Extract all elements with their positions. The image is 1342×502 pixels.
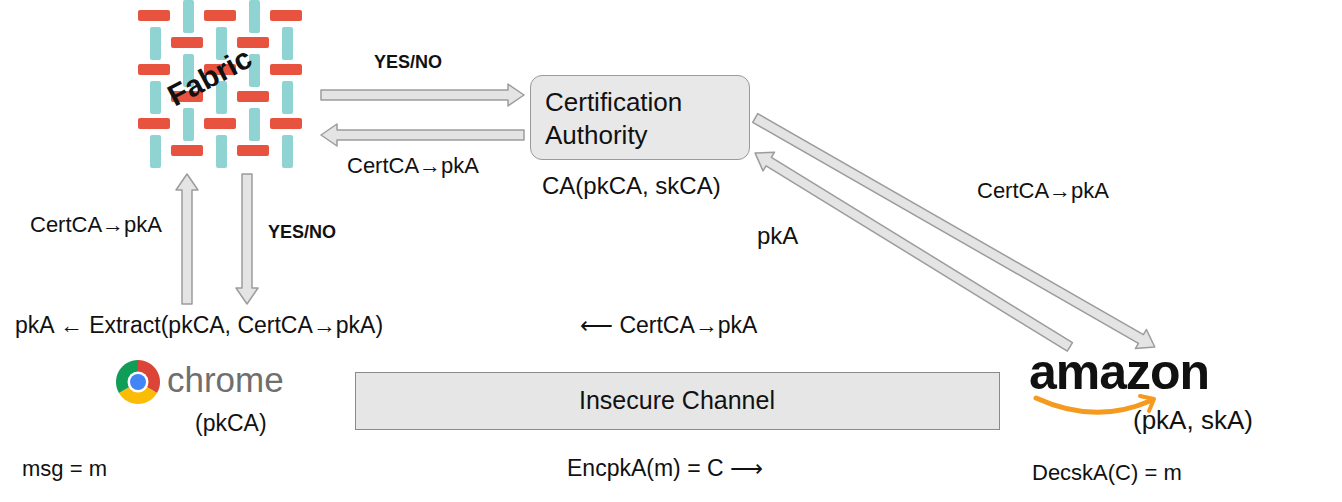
weave-bar bbox=[270, 118, 302, 129]
edge-label: YES/NO bbox=[372, 52, 444, 73]
edge-label: CertCA→pkA bbox=[28, 212, 164, 237]
weave-bar bbox=[150, 135, 161, 168]
fabric-logo bbox=[138, 0, 302, 168]
formula-label: DecskA(C) = m bbox=[1030, 460, 1184, 485]
node-text: (pkA, skA) bbox=[1133, 406, 1253, 436]
server-node: amazon(pkA, skA) bbox=[1025, 350, 1337, 445]
edge-label: CertCA→pkA bbox=[345, 153, 481, 178]
weave-bar bbox=[282, 81, 293, 114]
block-arrow bbox=[321, 124, 524, 146]
weave-bar bbox=[171, 145, 203, 156]
edge-label: CertCA→pkA bbox=[975, 178, 1111, 203]
weave-bar bbox=[237, 145, 269, 156]
block-arrow bbox=[321, 84, 524, 106]
weave-bar bbox=[270, 64, 302, 75]
edge-label: YES/NO bbox=[266, 222, 338, 243]
block-arrow bbox=[176, 174, 198, 304]
formula-label: ⟵ CertCA→pkA bbox=[578, 312, 759, 338]
block-arrow bbox=[236, 174, 258, 304]
weave-bar bbox=[150, 81, 161, 114]
channel-box: Insecure Channel bbox=[355, 372, 1000, 430]
authority-box: Certification Authority bbox=[530, 75, 750, 160]
node-text: Fabric bbox=[162, 41, 258, 114]
weave-bar bbox=[270, 10, 302, 21]
block-arrow bbox=[753, 114, 1155, 349]
node-text: chrome bbox=[167, 360, 284, 400]
weave-bar bbox=[282, 135, 293, 168]
weave-bar bbox=[204, 118, 236, 129]
chrome-logo bbox=[116, 360, 160, 404]
formula-label: EncpkA(m) = C ⟶ bbox=[565, 455, 765, 481]
weave-bar bbox=[171, 37, 203, 48]
formula-label: msg = m bbox=[20, 456, 109, 481]
weave-bar bbox=[138, 64, 170, 75]
weave-bar bbox=[138, 118, 170, 129]
weave-bar bbox=[183, 108, 194, 141]
weave-bar bbox=[183, 0, 194, 33]
weave-bar bbox=[150, 27, 161, 60]
weave-bar bbox=[282, 27, 293, 60]
node-text: amazon bbox=[1029, 344, 1209, 402]
node-text: Certification Authority bbox=[545, 86, 735, 151]
weave-bar bbox=[249, 0, 260, 33]
weave-bar bbox=[216, 135, 227, 168]
weave-bar bbox=[138, 10, 170, 21]
formula-label: CA(pkCA, skCA) bbox=[540, 172, 723, 200]
weave-bar bbox=[204, 10, 236, 21]
edge-label: pkA bbox=[755, 222, 800, 250]
weave-bar bbox=[237, 91, 269, 102]
node-text: pkA ← Extract(pkCA, CertCA→pkA) bbox=[15, 312, 383, 338]
node-text: (pkCA) bbox=[195, 410, 267, 436]
node-text: Insecure Channel bbox=[579, 386, 775, 415]
fabric-logo-node: Fabric bbox=[135, 5, 315, 168]
weave-bar bbox=[249, 108, 260, 141]
